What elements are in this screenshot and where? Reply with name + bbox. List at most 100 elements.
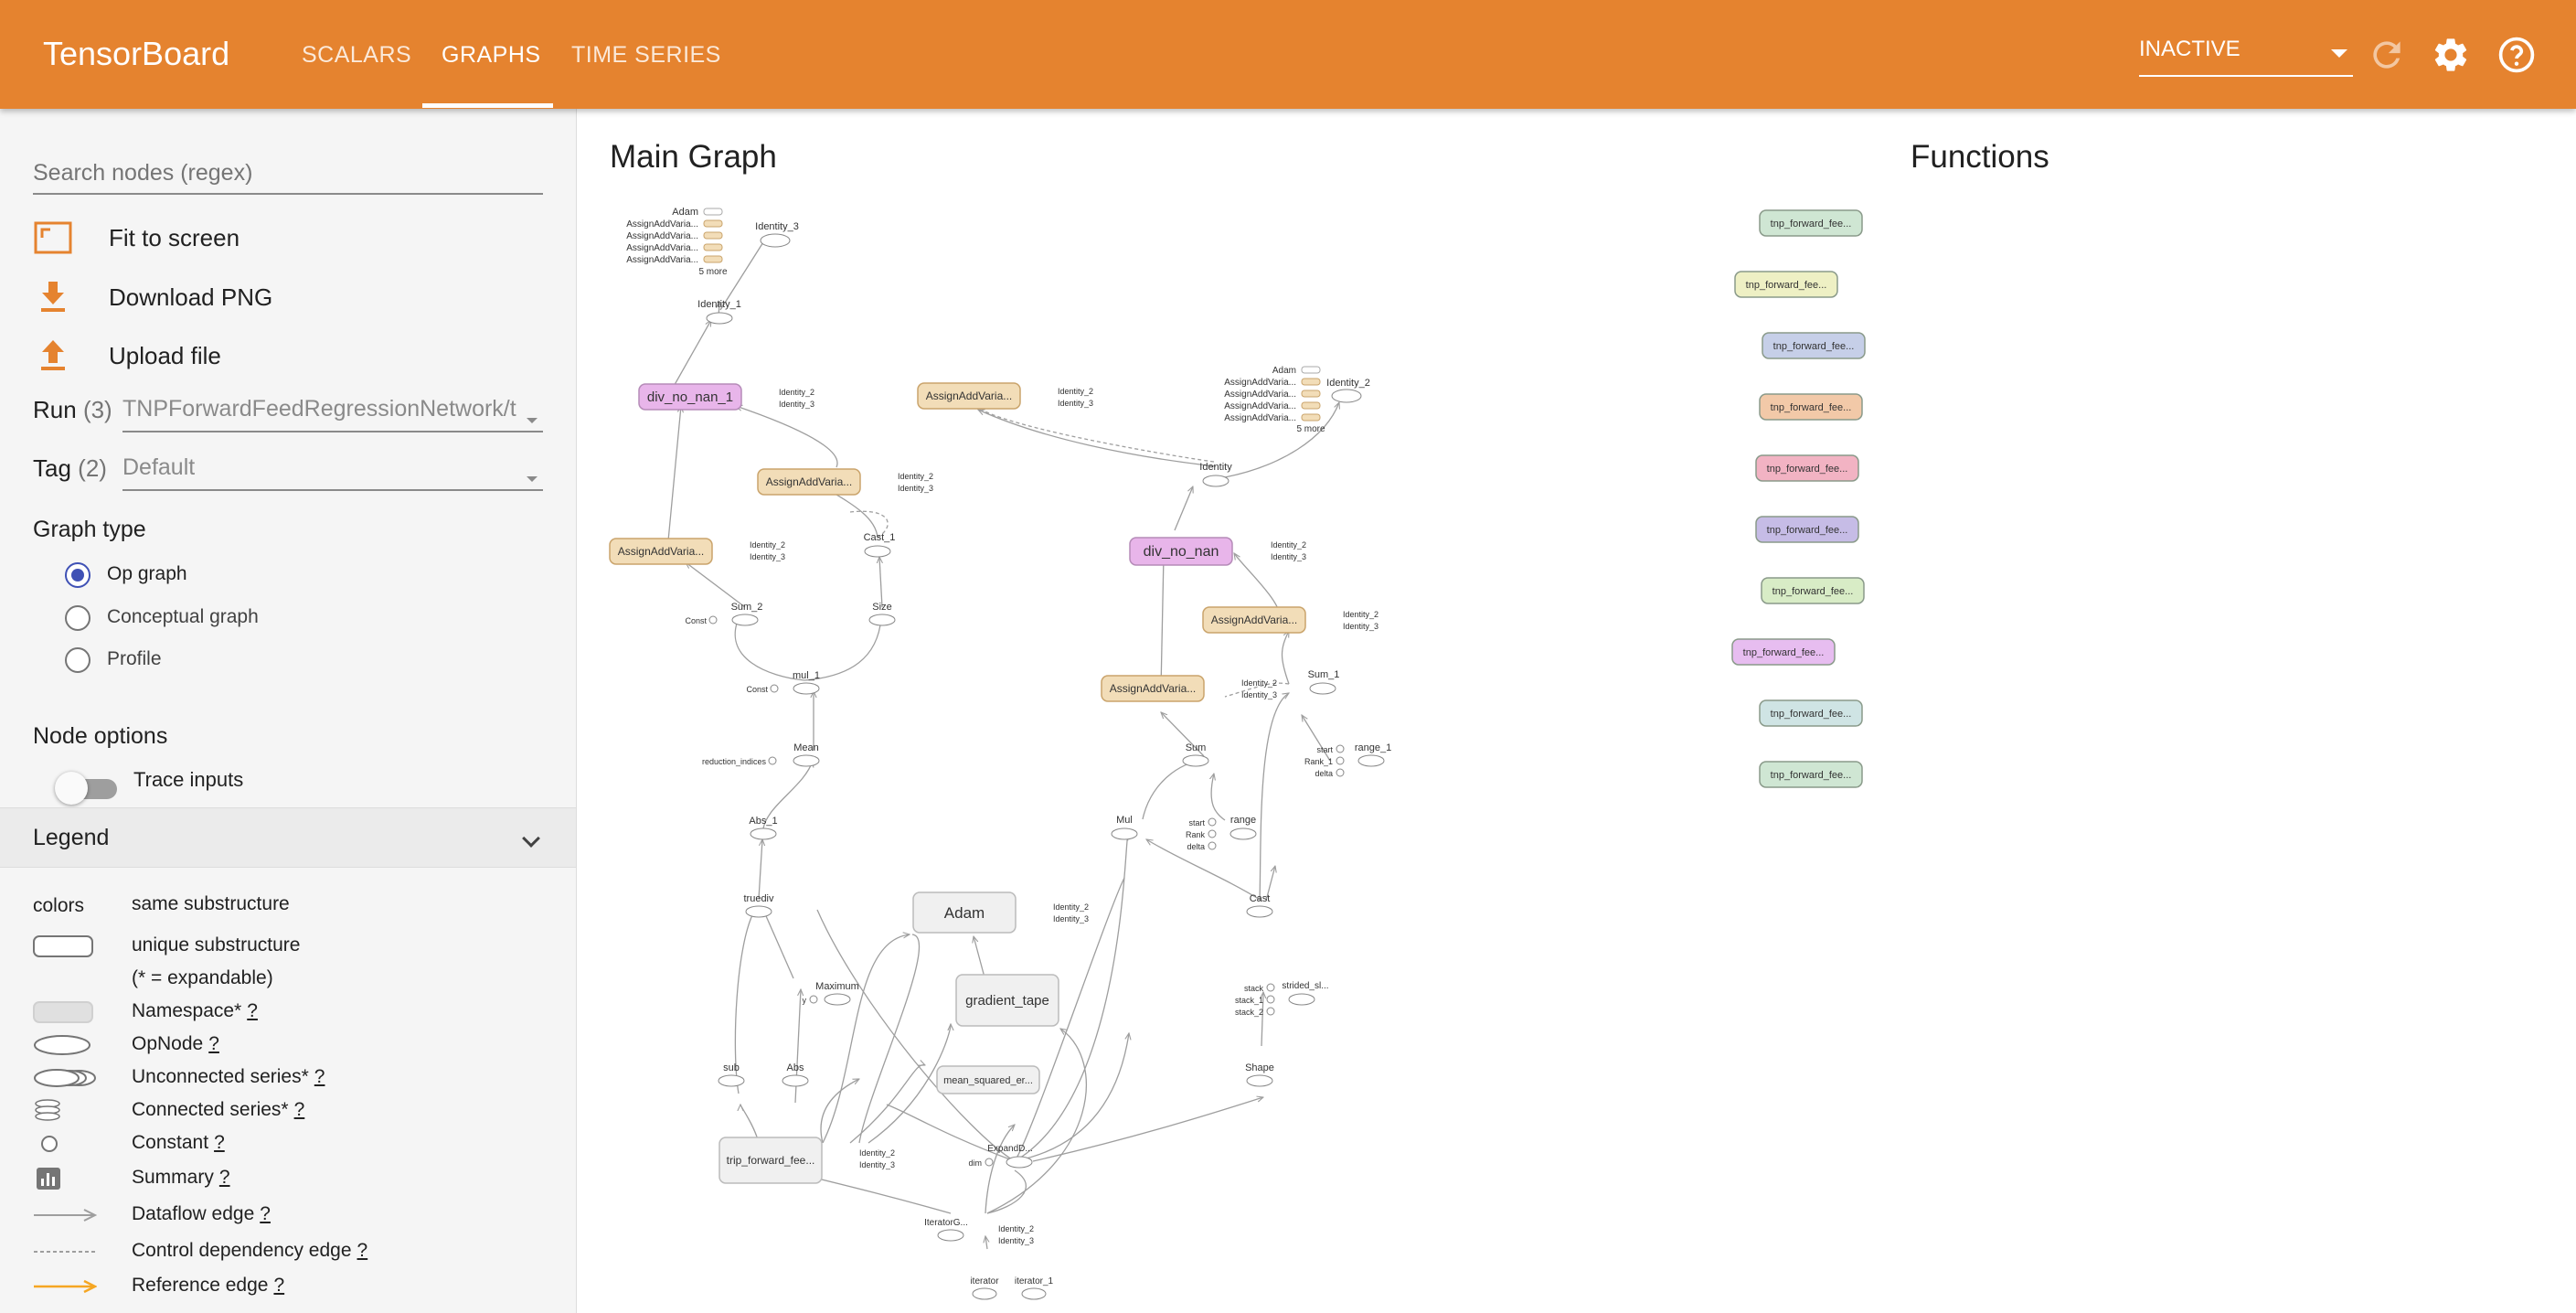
node-identity-1[interactable]: Identity_1 [697,299,741,325]
help-link[interactable]: ? [260,1203,271,1224]
node-assign-add-variable-b[interactable]: AssignAddVaria... Identity_2 Identity_3 [609,538,785,565]
node-mul[interactable]: Mul [1111,815,1138,840]
node-mean[interactable]: Mean reduction_indices [702,742,820,767]
node-label: stack_1 [1235,996,1263,1005]
node-cast-1[interactable]: Cast_1 [864,532,896,558]
function-node[interactable]: tnp_forward_fee... [1759,699,1863,727]
node-iterator-1[interactable]: iterator_1 [1015,1276,1054,1300]
node-gradient-tape[interactable]: gradient_tape [955,974,1059,1027]
node-strided-slice[interactable]: strided_sl... stack stack_1 stack_2 [1235,981,1329,1017]
node-abs[interactable]: Abs [782,1062,809,1087]
function-node[interactable]: tnp_forward_fee... [1759,761,1863,788]
help-link[interactable]: ? [293,1099,305,1120]
tag-selector[interactable]: Tag (2) Default [33,447,543,491]
function-node[interactable]: tnp_forward_fee... [1731,638,1836,666]
node-assign-add-variable-e[interactable]: AssignAddVaria... Identity_2 Identity_3 [1101,675,1277,702]
node-trip-forward[interactable]: trip_forward_fee... Identity_2 Identity_… [719,1137,895,1184]
node-mul-1[interactable]: mul_1 Const [746,670,820,695]
legend-colors-label: colors [33,895,85,916]
upload-file-button[interactable]: Upload file [33,336,545,379]
namespace-icon [33,1001,93,1023]
node-iterator[interactable]: iterator [970,1276,999,1300]
tab-time-series[interactable]: TIME SERIES [571,42,721,68]
node-expand-dims[interactable]: ExpandD... dim [968,1144,1033,1169]
node-div-no-nan-1[interactable]: div_no_nan_1 Identity_2 Identity_3 [638,383,814,411]
namespace-node [609,538,713,565]
legend-item-summary: Summary? [33,1163,563,1194]
function-node[interactable]: tnp_forward_fee... [1755,454,1859,482]
node-identity[interactable]: Identity [1199,462,1232,487]
help-link[interactable]: ? [208,1033,219,1054]
node-sum-2[interactable]: Sum_2 Const [685,602,762,626]
node-label: range [1230,815,1256,826]
node-label: Shape [1245,1062,1274,1073]
function-node[interactable]: tnp_forward_fee... [1755,516,1859,543]
help-link[interactable]: ? [214,1132,225,1153]
fit-to-screen-button[interactable]: Fit to screen [33,218,545,262]
node-range-1[interactable]: range_1 start Rank_1 delta [1304,742,1391,778]
node-iterator-getnext[interactable]: IteratorG... Identity_2 Identity_3 [924,1218,1034,1245]
node-cast[interactable]: Cast [1246,893,1273,918]
edge [1211,774,1226,821]
node-assign-add-variable-d[interactable]: AssignAddVaria... Identity_2 Identity_3 [1202,606,1378,634]
edge [1032,1097,1263,1162]
help-link[interactable]: ? [218,1167,230,1188]
node-shape[interactable]: Shape [1245,1062,1274,1087]
main-graph-canvas[interactable]: Adam AssignAddVaria... AssignAddVaria...… [585,183,1901,1313]
radio-profile[interactable]: Profile [65,646,431,675]
legend-header[interactable]: Legend [0,807,576,868]
radio-conceptual-graph[interactable]: Conceptual graph [65,603,431,633]
help-link[interactable]: ? [357,1240,368,1261]
function-node-label: tnp_forward_fee... [1767,464,1848,475]
run-selector[interactable]: Run (3) TNPForwardFeedRegressionNetwork/… [33,389,543,432]
function-node[interactable]: tnp_forward_fee... [1734,271,1838,298]
node-maximum[interactable]: Maximum y [803,981,859,1006]
function-node[interactable]: tnp_forward_fee... [1761,577,1865,604]
run-select-value[interactable]: TNPForwardFeedRegressionNetwork/t [122,396,543,432]
data-status-select[interactable]: INACTIVE [2139,37,2353,77]
node-size[interactable]: Size [868,602,896,626]
node-sub[interactable]: sub [718,1062,745,1087]
refresh-icon[interactable] [2367,35,2407,75]
legend-text: (* = expandable) [132,967,273,988]
function-node[interactable]: tnp_forward_fee... [1759,393,1863,421]
settings-icon[interactable] [2431,35,2471,75]
download-png-button[interactable]: Download PNG [33,277,545,321]
op-node [1021,1287,1047,1300]
node-label: AssignAddVaria... [1211,614,1298,626]
node-identity-2-cluster[interactable]: Adam AssignAddVaria... AssignAddVaria...… [1224,366,1370,434]
trace-inputs-toggle[interactable] [55,768,121,806]
connected-series-icon [35,1099,60,1121]
node-abs-1[interactable]: Abs_1 [749,816,778,840]
node-assign-add-variable-a[interactable]: AssignAddVaria... Identity_2 Identity_3 [757,468,933,496]
tab-graphs[interactable]: GRAPHS [442,42,541,68]
edge [978,409,1217,467]
node-label: AssignAddVaria... [1224,401,1296,411]
tab-scalars[interactable]: SCALARS [302,42,412,68]
function-node[interactable]: tnp_forward_fee... [1762,332,1866,359]
node-sum[interactable]: Sum [1182,742,1209,767]
radio-op-graph[interactable]: Op graph [65,560,431,590]
node-identity-3-cluster[interactable]: Adam AssignAddVaria... AssignAddVaria...… [626,207,799,277]
node-adam[interactable]: Adam Identity_2 Identity_3 [912,891,1089,934]
tag-select-value[interactable]: Default [122,454,543,491]
function-node-box [1731,638,1836,666]
node-div-no-nan[interactable]: div_no_nan Identity_2 Identity_3 [1129,537,1306,566]
node-assign-add-variable-c[interactable]: AssignAddVaria... Identity_2 Identity_3 [917,382,1093,410]
search-nodes-input[interactable]: Search nodes (regex) [33,160,543,195]
node-range[interactable]: range start Rank delta [1186,815,1257,851]
legend-item-constant: Constant? [33,1128,563,1159]
node-label: div_no_nan [1144,544,1219,560]
help-link[interactable]: ? [247,1000,258,1021]
help-icon[interactable] [2496,35,2537,75]
help-link[interactable]: ? [273,1275,285,1296]
node-mean-squared-error[interactable]: mean_squared_er... [936,1065,1040,1094]
function-node[interactable]: tnp_forward_fee... [1759,209,1863,237]
legend-text: Unconnected series*? [132,1066,325,1087]
node-sum-1[interactable]: Sum_1 [1308,669,1340,695]
help-link[interactable]: ? [314,1066,325,1087]
node-label: range_1 [1355,742,1391,753]
node-label: strided_sl... [1282,981,1328,991]
edge [986,1169,1027,1214]
node-truediv[interactable]: truediv [743,893,774,918]
